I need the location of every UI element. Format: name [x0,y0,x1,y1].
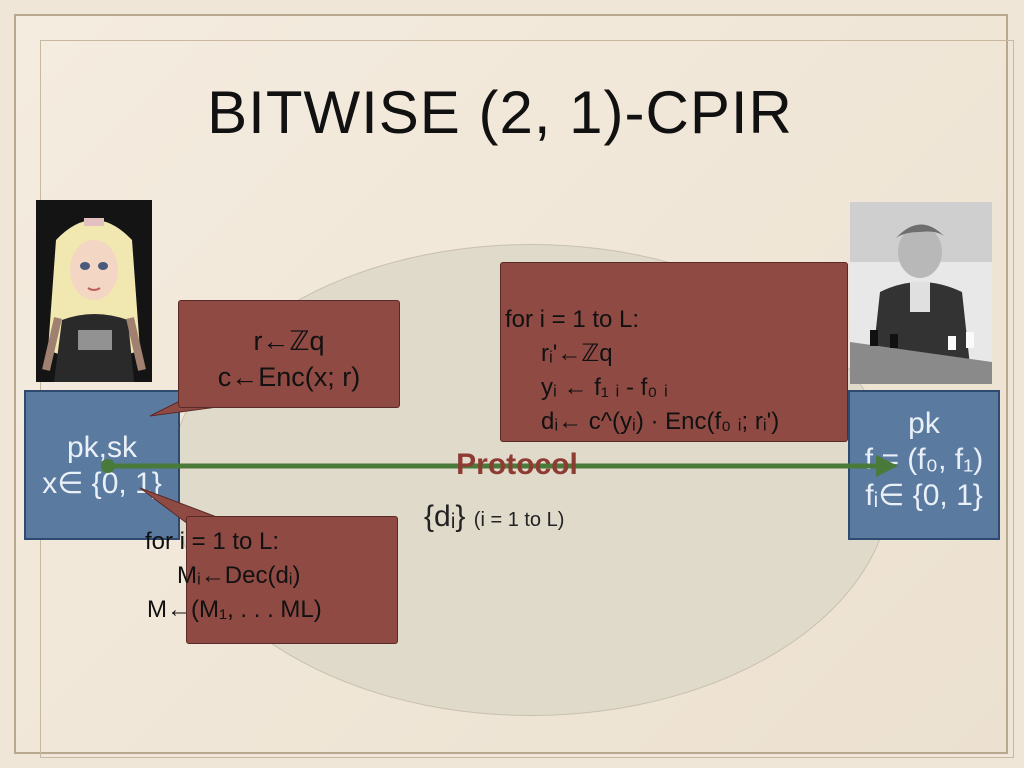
slide-title: BITWISE (2, 1)-CPIR [207,79,793,146]
message-label: {dᵢ} (i = 1 to L) [424,500,564,534]
protocol-label: Protocol [456,448,578,481]
server-bubble-line-3: yᵢ ← f₁ ᵢ - f₀ ᵢ [541,374,668,401]
message-main: {dᵢ} [424,500,466,533]
server-avatar-image [850,202,992,384]
server-bubble-line-4: dᵢ← c^(yᵢ) · Enc(f₀ ᵢ; rᵢ') [541,408,780,435]
protocol-arrow-left-end [101,459,115,473]
client-bubble-line-2: c←Enc(x; r) [217,362,361,392]
server-bubble-line-2: rᵢ'←ℤq [541,340,613,367]
client-input: x∈ {0, 1} [42,467,162,500]
client-illustration [36,200,152,382]
server-key: pk [908,407,940,440]
client-keys: pk,sk [66,431,138,464]
protocol-arrow-right-head [876,455,898,477]
message-range: (i = 1 to L) [473,509,565,531]
decrypt-bubble-line-3: M←(M₁, . . . ML) [147,596,322,623]
client-encrypt-bubble: r←ℤq c←Enc(x; r) [178,300,400,408]
decrypt-bubble-line-2: Mᵢ←Dec(dᵢ) [177,562,301,589]
decrypt-bubble-line-1: for i = 1 to L: [145,528,280,555]
client-avatar-image [36,200,152,382]
server-compute-bubble: for i = 1 to L: rᵢ'←ℤq yᵢ ← f₁ ᵢ - f₀ ᵢ … [500,262,848,442]
client-decrypt-bubble: for i = 1 to L: Mᵢ←Dec(dᵢ) M←(M₁, . . . … [145,516,398,644]
server-illustration [850,202,992,384]
server-bubble-line-1: for i = 1 to L: [505,306,640,333]
server-bits: fᵢ∈ {0, 1} [865,479,983,512]
client-bubble-line-1: r←ℤq [253,326,325,356]
